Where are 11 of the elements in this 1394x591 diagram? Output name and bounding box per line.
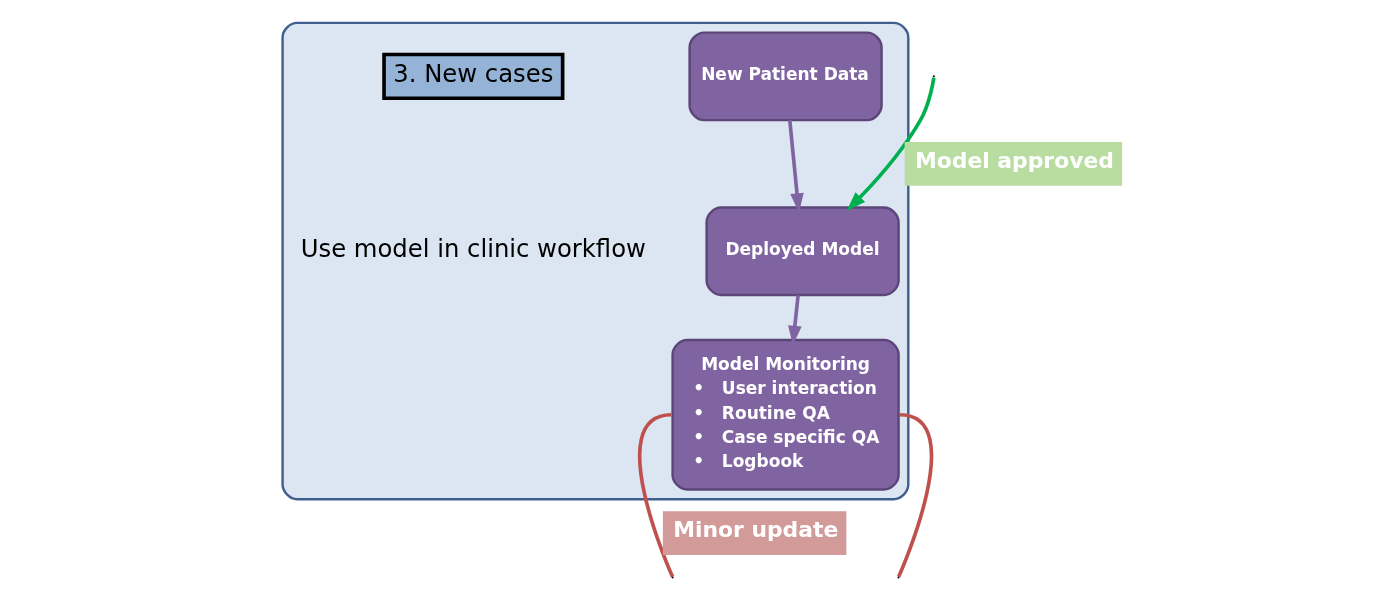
- node-box: Deployed Model: [704, 206, 900, 297]
- node-box: 3. New cases: [381, 52, 564, 101]
- cluster: [280, 21, 909, 501]
- connector: [637, 412, 674, 578]
- node-box: New Patient Data: [687, 31, 883, 122]
- label: Use model in clinic workflow: [300, 234, 646, 264]
- arrow: [846, 77, 936, 211]
- edge-label: Minor update: [672, 517, 838, 543]
- node-box: Model Monitoring • User interaction • Routine QA • Case specific QA • Logbook: [670, 338, 900, 491]
- edge-label: Model approved: [914, 147, 1114, 173]
- connector: [896, 412, 933, 578]
